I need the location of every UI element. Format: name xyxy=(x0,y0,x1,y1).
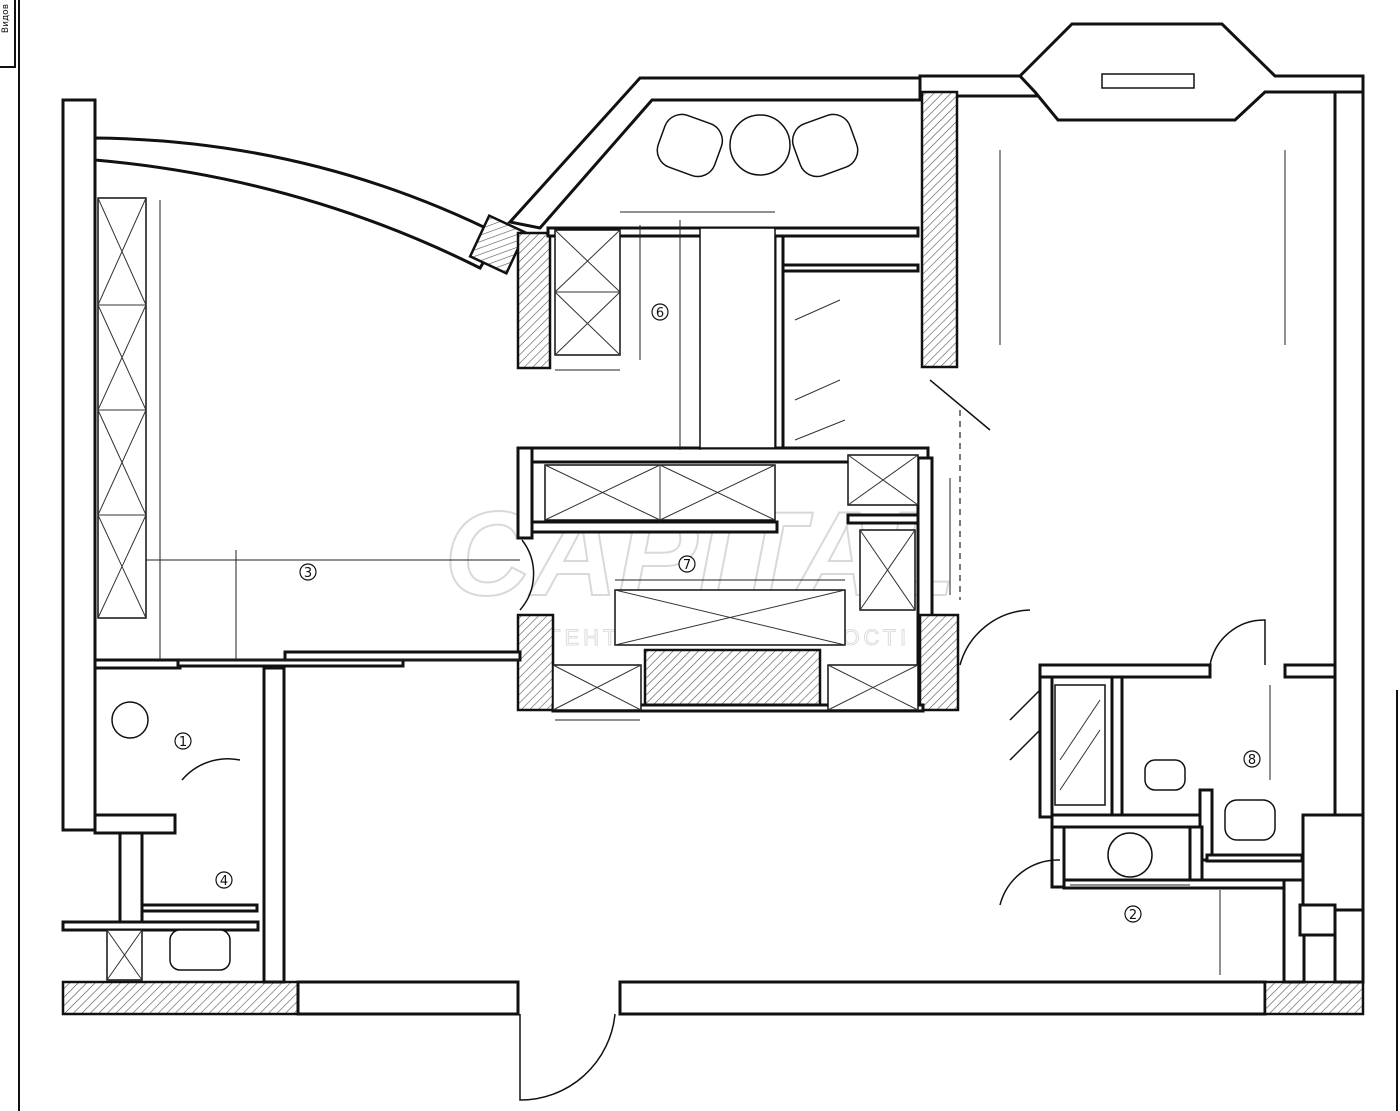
fixtures xyxy=(111,113,1276,971)
svg-text:7: 7 xyxy=(683,558,691,573)
room-label-1: 1 xyxy=(174,732,192,750)
room-label-6: 6 xyxy=(651,303,669,321)
svg-text:1: 1 xyxy=(179,735,187,750)
sheet-frame-right xyxy=(1396,690,1398,1111)
exterior-walls xyxy=(61,22,1365,1016)
sheet-frame-left xyxy=(18,0,20,1111)
interior-walls xyxy=(61,226,1365,984)
room-labels: 1 2 3 4 6 7 8 xyxy=(174,303,1261,923)
room-label-3: 3 xyxy=(299,563,317,581)
sheet-corner-tag: Видов xyxy=(0,0,16,68)
svg-text:3: 3 xyxy=(304,566,312,581)
svg-text:4: 4 xyxy=(220,874,228,889)
dimension-lines xyxy=(146,150,1286,975)
svg-text:2: 2 xyxy=(1129,908,1137,923)
svg-text:8: 8 xyxy=(1248,753,1256,768)
doors xyxy=(181,379,1266,1101)
room-label-8: 8 xyxy=(1243,750,1261,768)
room-label-4: 4 xyxy=(215,871,233,889)
wardrobes xyxy=(97,197,919,981)
room-label-2: 2 xyxy=(1124,905,1142,923)
room-label-7: 7 xyxy=(678,555,696,573)
svg-text:6: 6 xyxy=(656,306,664,321)
